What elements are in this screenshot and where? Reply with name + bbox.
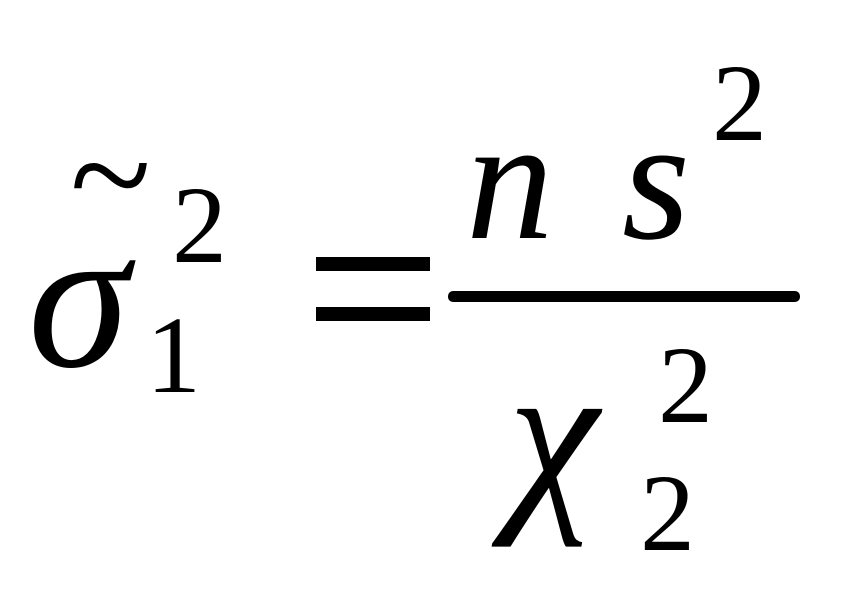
chi-symbol: χ — [508, 321, 599, 548]
numerator-s: s — [622, 82, 691, 276]
numerator-n: n — [466, 82, 554, 276]
equals-lower-bar — [316, 307, 430, 321]
numerator-superscript: 2 — [712, 42, 767, 164]
fraction-bar — [448, 291, 800, 302]
sigma-symbol: σ — [28, 184, 130, 411]
lhs-subscript: 1 — [146, 294, 201, 416]
lhs-superscript: 2 — [172, 164, 227, 286]
tilde-accent: ~ — [70, 92, 152, 258]
equals-upper-bar — [316, 257, 430, 271]
denominator-superscript: 2 — [658, 324, 713, 446]
denominator-subscript: 2 — [640, 452, 695, 574]
